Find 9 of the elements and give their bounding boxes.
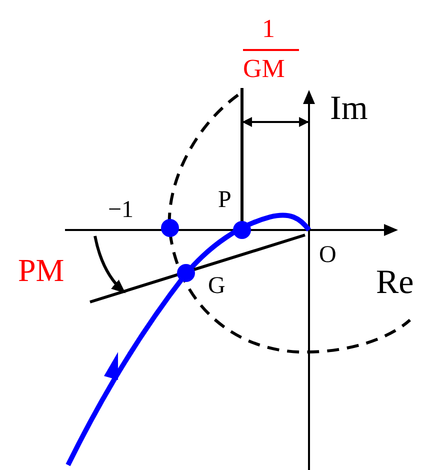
axis-label: G (208, 274, 226, 298)
axis-label: Im (330, 92, 368, 126)
axis-label: −1 (108, 198, 134, 222)
axis-label: GM (243, 56, 285, 82)
axis-label: P (218, 188, 232, 212)
axis-label: PM (18, 254, 64, 286)
axis-label: 1 (262, 16, 275, 42)
axis-label: Re (376, 266, 414, 300)
axis-label: O (319, 243, 336, 267)
